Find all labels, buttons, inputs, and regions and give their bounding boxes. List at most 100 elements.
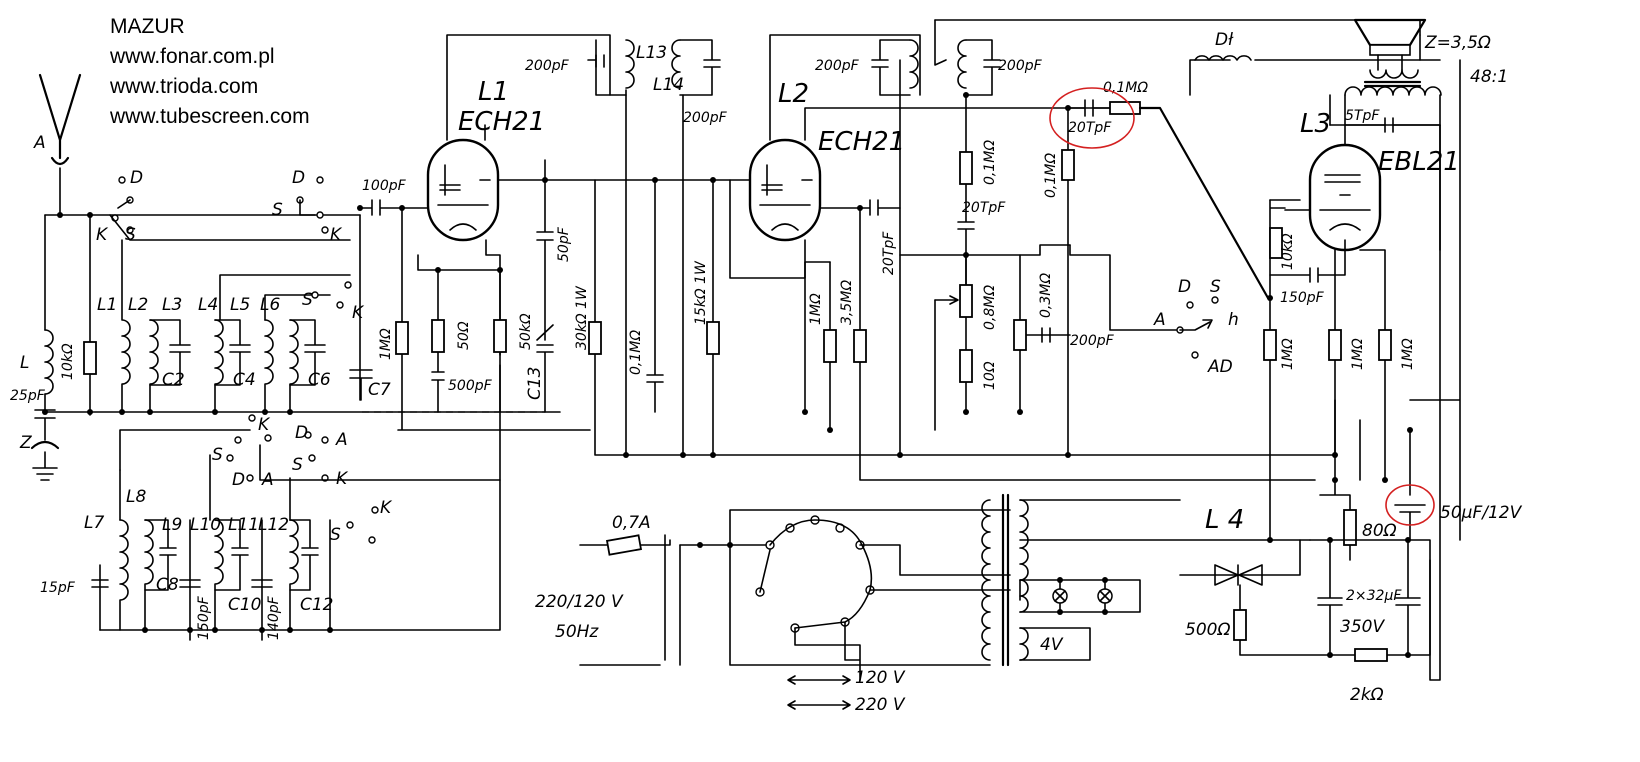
resistor-1m-l3b	[1328, 329, 1342, 361]
label-l12: L12	[258, 515, 289, 535]
link-trioda: www.trioda.com	[109, 75, 258, 98]
label-c12: C12	[300, 595, 334, 615]
tube-l3-id: L3	[1300, 109, 1331, 139]
osc-sw-d: D	[295, 423, 308, 443]
label-c10: C10	[228, 595, 262, 615]
label-l1: L1	[97, 295, 117, 315]
resistor-1m-l2	[823, 329, 837, 363]
antenna-symbol	[38, 73, 82, 166]
sw1-k: K	[96, 225, 109, 245]
osc-sw-k: K	[258, 415, 271, 435]
cap-150pf-l10-label: 150pF	[196, 595, 212, 640]
label-c7: C7	[368, 380, 391, 400]
label-l14: L14	[653, 75, 684, 95]
label-c8: C8	[156, 575, 179, 595]
osc-sw-s: S	[212, 445, 223, 465]
heater-4v-label: 4V	[1040, 635, 1064, 655]
cap-50uf-label: 50µF/12V	[1440, 503, 1523, 523]
sw3-k: K	[352, 303, 365, 323]
label-c4: C4	[233, 370, 256, 390]
resistor-50-label: 50Ω	[456, 321, 472, 350]
cap-5tpf-label: 5TpF	[1345, 108, 1380, 124]
resistor-50k	[493, 319, 507, 353]
resistor-10k-label: 10kΩ	[60, 343, 76, 380]
voltage-selector	[729, 515, 875, 681]
resistor-15k-label: 15kΩ 1W	[693, 260, 709, 325]
resistor-2k-label: 2kΩ	[1350, 685, 1384, 705]
resistor-1m-l1-label: 1MΩ	[378, 328, 394, 360]
tube-l1-type: ECH21	[458, 107, 545, 137]
resistor-10k	[83, 341, 97, 375]
resistor-01m-vert-label: 0,1MΩ	[1043, 153, 1059, 198]
brand-label: MAZUR	[110, 15, 185, 38]
osc-sw-k2: K	[336, 469, 349, 489]
resistor-01m-mid-label: 0,1MΩ	[982, 140, 998, 185]
voltage-220-label: 220 V	[855, 695, 906, 715]
resistor-500-label: 500Ω	[1185, 620, 1230, 640]
speaker-impedance-label: Z=3,5Ω	[1424, 33, 1491, 53]
band-switch-2	[296, 176, 329, 234]
junction-dots	[42, 92, 1413, 658]
resistor-50k-label: 50kΩ	[518, 313, 534, 350]
choke-dl	[1194, 55, 1252, 61]
speaker	[1353, 18, 1427, 71]
mains-transformer	[981, 493, 1311, 667]
cap-200pf-mid-label: 200pF	[1070, 333, 1115, 349]
tube-l1-id: L1	[478, 77, 509, 107]
choke-dl-label: Dł	[1215, 30, 1234, 50]
resistor-80	[1343, 509, 1357, 546]
osc-sw-s2: S	[292, 455, 303, 475]
mains-frequency-label: 50Hz	[555, 622, 599, 642]
tone-sw-ad: AD	[1207, 357, 1233, 377]
ground-z-label: Z	[19, 433, 32, 453]
transformer-ratio-label: 48:1	[1470, 67, 1508, 87]
tube-l1	[426, 138, 500, 242]
sw1-d: D	[130, 168, 143, 188]
mains-voltage-label: 220/120 V	[535, 592, 624, 612]
cap-200pf-l2b-label: 200pF	[998, 58, 1043, 74]
label-l3: L3	[162, 295, 182, 315]
sw2-d: D	[292, 168, 305, 188]
tube-l2-id: L2	[778, 79, 809, 109]
osc-sw-a: A	[335, 430, 348, 450]
tone-sw-d: D	[1178, 277, 1191, 297]
sw1-s: S	[125, 225, 136, 245]
sw2-s: S	[272, 200, 283, 220]
label-l11: L11	[228, 515, 259, 535]
sw2-k: K	[330, 225, 343, 245]
resistor-1m-l3c-label: 1MΩ	[1400, 338, 1416, 370]
resistor-01m-mid	[959, 151, 973, 185]
cap-150pf-l3-label: 150pF	[1280, 290, 1325, 306]
resistor-10k-l3	[1269, 227, 1283, 259]
output-transformer	[1329, 69, 1442, 126]
resistor-01m-l1-label: 0,1MΩ	[628, 330, 644, 375]
resistor-50	[431, 319, 445, 353]
cap-20tpf-l2-label: 20TpF	[881, 231, 897, 275]
cap-200pf-l13-label: 200pF	[525, 58, 570, 74]
label-l13: L13	[636, 43, 667, 63]
tone-switch	[1176, 296, 1219, 359]
cap-200pf-l14-label: 200pF	[683, 110, 728, 126]
resistor-80-label: 80Ω	[1362, 521, 1397, 541]
resistor-10k-l3-label: 10kΩ	[1280, 233, 1296, 270]
tube-l2	[748, 138, 822, 242]
cap-140pf-label: 140pF	[266, 595, 282, 640]
if-transformer-1	[587, 39, 721, 96]
label-l5: L5	[230, 295, 250, 315]
tone-sw-s: S	[1210, 277, 1221, 297]
fuse	[605, 534, 643, 556]
resistor-01m-vert	[1061, 149, 1075, 181]
resistor-1m-l2-label: 1MΩ	[808, 293, 824, 325]
resistor-30k	[588, 321, 602, 355]
band-switch-3	[311, 281, 352, 309]
resistor-01m-top	[1109, 101, 1141, 115]
resistor-10-ohm	[959, 349, 973, 383]
resistor-15k	[706, 321, 720, 355]
resistor-500	[1233, 609, 1247, 641]
cap-200pf-l2a-label: 200pF	[815, 58, 860, 74]
tone-sw-h: h	[1228, 310, 1239, 330]
resistor-08m-label: 0,8MΩ	[982, 285, 998, 330]
label-c13: C13	[525, 366, 545, 400]
fuse-label: 0,7A	[612, 513, 651, 533]
